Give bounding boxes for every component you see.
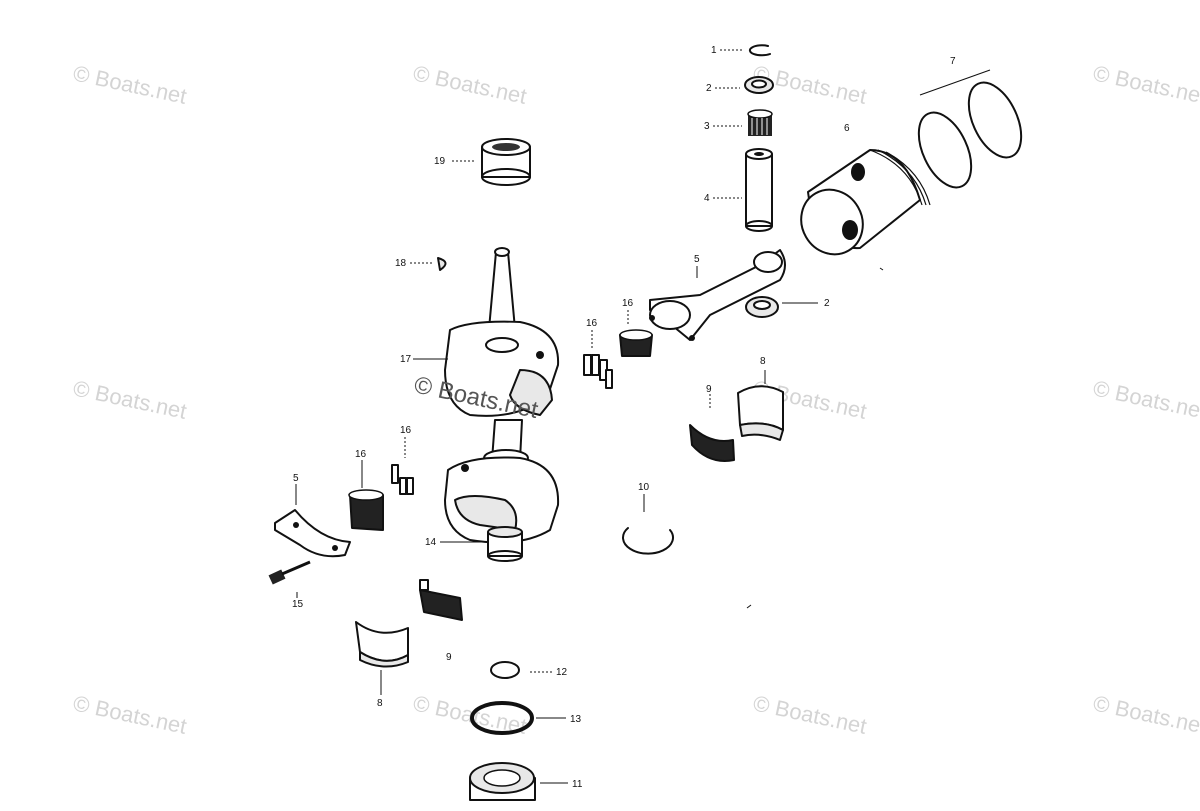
part-16-needle-rollers-lower[interactable]	[391, 464, 414, 495]
callout-19: 19	[434, 156, 446, 167]
callout-14: 14	[425, 537, 437, 548]
callout-3: 3	[704, 121, 710, 132]
callout-17: 17	[400, 354, 412, 365]
callout-15: 15	[292, 599, 304, 610]
callout-5-lower: 5	[293, 473, 299, 484]
callout-11: 11	[572, 779, 583, 790]
watermark: © Boats.net	[411, 60, 529, 108]
part-18-woodruff-key[interactable]	[437, 257, 447, 271]
part-11-oil-seal[interactable]	[469, 762, 536, 801]
part-15-rod-screw[interactable]	[268, 560, 311, 585]
part-9-bearing-half-lower[interactable]	[419, 579, 463, 621]
part-5-rod-cap[interactable]	[274, 509, 351, 558]
part-2-thrust-washer-lower[interactable]	[745, 296, 779, 318]
part-9-bearing-half-right[interactable]	[689, 424, 735, 462]
callout-18: 18	[395, 258, 407, 269]
callout-labels: 1 2 3 4 5 2 6 7 8 9 10 11 12 13 14 15 16…	[292, 45, 956, 790]
watermark: © Boats.net	[71, 690, 189, 738]
part-12-o-ring[interactable]	[490, 661, 520, 679]
callout-8-lower: 8	[377, 698, 383, 709]
part-1-retaining-ring[interactable]	[748, 44, 771, 57]
part-10-retaining-ring[interactable]	[622, 527, 674, 555]
callout-16-rollers-top: 16	[586, 318, 598, 329]
part-2-thrust-washer-top[interactable]	[744, 76, 774, 94]
part-6-piston[interactable]	[790, 149, 931, 266]
callout-8-right: 8	[760, 356, 766, 367]
part-5-connecting-rod[interactable]	[649, 249, 786, 341]
callout-5-top: 5	[694, 254, 700, 265]
part-13-seal-ring[interactable]	[470, 701, 534, 735]
callout-1: 1	[711, 45, 717, 56]
callout-16-cage-lower: 16	[355, 449, 367, 460]
callout-9-right: 9	[706, 384, 712, 395]
watermark-layer: © Boats.net © Boats.net © Boats.net © Bo…	[71, 60, 1200, 738]
watermark: © Boats.net	[1091, 60, 1200, 108]
part-17-crankshaft[interactable]	[444, 247, 560, 544]
callout-7: 7	[950, 56, 956, 67]
watermark: © Boats.net	[71, 375, 189, 423]
callout-16-cage-top: 16	[622, 298, 634, 309]
watermark: © Boats.net	[1091, 375, 1200, 423]
callout-2-lower: 2	[824, 298, 830, 309]
callout-9-lower: 9	[446, 652, 452, 663]
leader-lines	[295, 49, 884, 784]
watermark: © Boats.net	[1091, 690, 1200, 738]
part-19-ball-bearing[interactable]	[481, 138, 531, 186]
watermark: © Boats.net	[751, 690, 869, 738]
part-16-needle-rollers-top-left[interactable]	[583, 354, 613, 389]
callout-2-top: 2	[706, 83, 712, 94]
callout-4: 4	[704, 193, 710, 204]
part-7-piston-rings[interactable]	[908, 69, 1032, 196]
part-3-needle-bearing[interactable]	[747, 109, 773, 136]
watermark: © Boats.net	[71, 60, 189, 108]
part-8-bearing-shell-lower[interactable]	[355, 621, 409, 668]
part-4-piston-pin[interactable]	[745, 148, 773, 232]
callout-10: 10	[638, 482, 650, 493]
part-16-bearing-cage-lower[interactable]	[348, 489, 384, 531]
callout-16-rollers-lower: 16	[400, 425, 412, 436]
part-16-bearing-cage-top[interactable]	[619, 329, 653, 357]
part-8-bearing-shell-right[interactable]	[737, 385, 784, 441]
callout-12: 12	[556, 667, 568, 678]
callout-13: 13	[570, 714, 582, 725]
callout-6: 6	[844, 123, 850, 134]
part-14-crankshaft-end[interactable]	[487, 526, 523, 562]
